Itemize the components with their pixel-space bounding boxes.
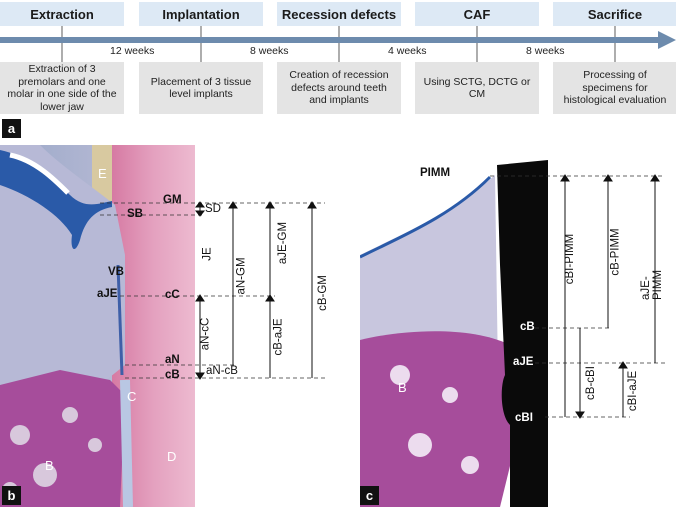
landmark-cb-c: cB xyxy=(520,321,535,333)
landmark-pimm: PIMM xyxy=(420,167,451,179)
landmark-sb: SB xyxy=(127,208,143,220)
phase-sacrifice: Sacrifice xyxy=(553,2,676,26)
label-bone-b: B xyxy=(45,458,54,473)
meas-an-cb: aN-cB xyxy=(206,365,238,377)
meas-je: JE xyxy=(201,247,214,261)
meas-cb-cbi: cB-cBI xyxy=(584,366,597,400)
timeline-arrow xyxy=(0,26,676,62)
panel-label-b: b xyxy=(2,486,21,505)
landmark-aje-b: aJE xyxy=(97,288,118,300)
label-vb: VB xyxy=(108,266,124,278)
label-enamel: E xyxy=(98,166,107,181)
label-cementum: C xyxy=(127,389,137,404)
interval-4: 8 weeks xyxy=(526,45,565,57)
panel-c-histology xyxy=(360,145,676,507)
meas-an-cc: aN-cC xyxy=(199,317,212,351)
panel-label-a: a xyxy=(2,119,21,138)
meas-cbi-pimm: cBI-PIMM xyxy=(564,233,577,285)
meas-cb-pimm: cB-PIMM xyxy=(609,228,622,276)
meas-cb-aje: cB-aJE xyxy=(272,318,285,356)
panel-label-c: c xyxy=(360,486,379,505)
meas-cb-gm: cB-GM xyxy=(316,275,329,311)
interval-1: 12 weeks xyxy=(110,45,155,57)
landmark-cc: cC xyxy=(165,289,180,301)
landmark-cb-b: cB xyxy=(165,369,180,381)
label-bone-c: B xyxy=(398,380,407,395)
desc-caf: Using SCTG, DCTG or CM xyxy=(415,62,539,114)
meas-cbi-aje: cBI-aJE xyxy=(627,370,640,412)
phase-implantation: Implantation xyxy=(139,2,263,26)
desc-extraction: Extraction of 3 premolars and one molar … xyxy=(0,62,124,114)
meas-aje-pimm: aJE-PIMM xyxy=(640,269,664,300)
landmark-cbi: cBI xyxy=(515,412,533,424)
label-dentin: D xyxy=(167,449,177,464)
phase-extraction: Extraction xyxy=(0,2,124,26)
desc-implantation: Placement of 3 tissue level implants xyxy=(139,62,263,114)
interval-3: 4 weeks xyxy=(388,45,427,57)
phase-recession-defects: Recession defects xyxy=(277,2,401,26)
landmark-an: aN xyxy=(165,354,180,366)
phase-caf: CAF xyxy=(415,2,539,26)
landmark-aje-c: aJE xyxy=(513,356,534,368)
panel-b-histology xyxy=(0,145,325,507)
desc-recession-defects: Creation of recession defects around tee… xyxy=(277,62,401,114)
desc-sacrifice: Processing of specimens for histological… xyxy=(553,62,676,114)
panel-c-measurements xyxy=(490,174,665,419)
meas-aje-gm: aJE-GM xyxy=(277,221,290,265)
meas-sd: SD xyxy=(205,203,221,215)
meas-an-gm: aN-GM xyxy=(235,257,248,295)
interval-2: 8 weeks xyxy=(250,45,289,57)
landmark-gm: GM xyxy=(163,194,182,206)
